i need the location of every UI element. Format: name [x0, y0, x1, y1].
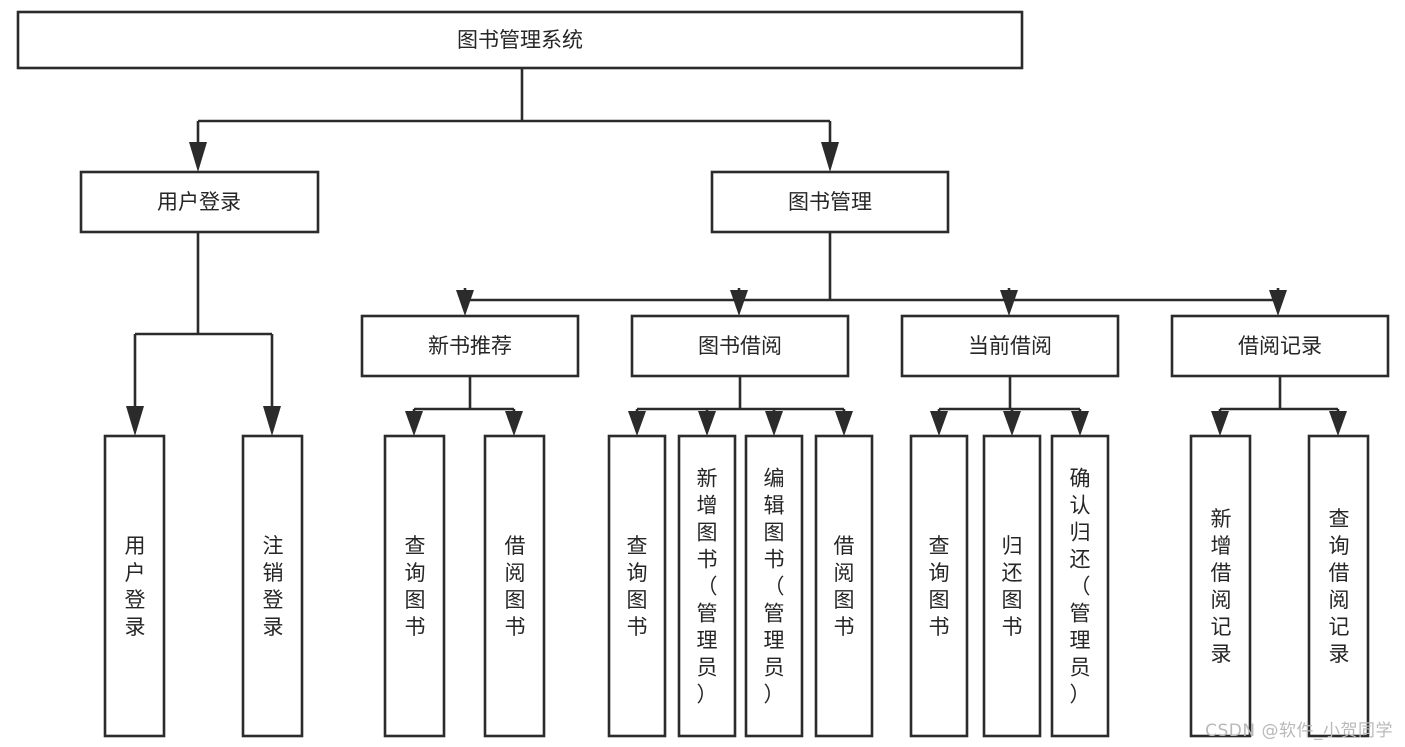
- node-leaf-add-borrow-record-label: 新增借阅记录: [1211, 507, 1232, 666]
- node-leaf-query-book-borrow[interactable]: 查询图书: [607, 434, 667, 738]
- node-leaf-borrow-book-rec[interactable]: 借阅图书: [483, 434, 546, 738]
- node-book-borrow-box[interactable]: [630, 314, 850, 378]
- arrow-head-leaf-add-borrow-record: [1211, 411, 1229, 436]
- node-current-borrow-box[interactable]: [900, 314, 1120, 378]
- node-borrow-record-box[interactable]: [1170, 314, 1390, 378]
- node-leaf-query-book-current-box[interactable]: [909, 434, 969, 738]
- node-leaf-borrow-book-rec-box[interactable]: [483, 434, 546, 738]
- arrow-head-book-borrow: [730, 290, 748, 316]
- node-leaf-confirm-return-admin[interactable]: 确认归还（管理员）: [1050, 434, 1110, 738]
- node-leaf-edit-book-admin-label: 编辑图书（管理员）: [764, 467, 785, 707]
- node-leaf-borrow-book[interactable]: 借阅图书: [814, 434, 874, 738]
- node-leaf-query-borrow-record-box[interactable]: [1307, 434, 1370, 738]
- node-leaf-logout-label: 注销登录: [263, 534, 284, 639]
- arrow-head-leaf-query-borrow-record: [1329, 411, 1347, 436]
- node-leaf-edit-book-admin-box[interactable]: [744, 434, 804, 738]
- node-leaf-query-book-rec-label: 查询图书: [405, 534, 426, 639]
- arrow-head-leaf-edit-book-admin: [765, 411, 783, 436]
- arrow-head-book-manage: [821, 142, 839, 172]
- node-leaf-query-borrow-record-label: 查询借阅记录: [1329, 507, 1350, 666]
- arrow-head-leaf-query-book-rec: [405, 411, 423, 436]
- node-leaf-query-book-current-label: 查询图书: [929, 534, 950, 639]
- node-borrow-record[interactable]: 借阅记录: [1170, 314, 1390, 378]
- node-book-manage-box[interactable]: [710, 170, 950, 234]
- node-book-borrow-label: 图书借阅: [698, 334, 782, 358]
- arrow-head-leaf-borrow-book-rec: [505, 411, 523, 436]
- arrow-head-leaf-user-login: [126, 406, 144, 436]
- node-book-manage-label: 图书管理: [788, 190, 872, 214]
- node-root-box[interactable]: [16, 10, 1024, 70]
- node-leaf-query-book-rec[interactable]: 查询图书: [383, 434, 446, 738]
- node-leaf-user-login-box[interactable]: [103, 434, 166, 738]
- arrow-head-user-login: [189, 142, 207, 172]
- node-leaf-return-book[interactable]: 归还图书: [982, 434, 1042, 738]
- node-leaf-query-book-borrow-label: 查询图书: [627, 534, 648, 639]
- arrow-head-leaf-borrow-book: [835, 411, 853, 436]
- node-leaf-borrow-book-box[interactable]: [814, 434, 874, 738]
- node-root-label: 图书管理系统: [457, 28, 583, 52]
- node-leaf-borrow-book-rec-label: 借阅图书: [505, 534, 526, 639]
- node-leaf-logout-box[interactable]: [241, 434, 304, 738]
- node-new-book-recommend-box[interactable]: [360, 314, 580, 378]
- connector-layer: [126, 68, 1347, 436]
- node-current-borrow-label: 当前借阅: [968, 334, 1052, 358]
- arrow-head-leaf-confirm-return-admin: [1071, 411, 1089, 436]
- node-leaf-edit-book-admin[interactable]: 编辑图书（管理员）: [744, 434, 804, 738]
- arrow-head-leaf-add-book-admin: [698, 411, 716, 436]
- arrow-head-leaf-query-book-current: [930, 411, 948, 436]
- node-user-login-box[interactable]: [79, 170, 320, 234]
- arrow-head-leaf-query-book-borrow: [628, 411, 646, 436]
- node-leaf-add-book-admin-label: 新增图书（管理员）: [697, 467, 718, 707]
- node-leaf-return-book-box[interactable]: [982, 434, 1042, 738]
- node-leaf-borrow-book-label: 借阅图书: [834, 534, 855, 639]
- node-leaf-user-login-label: 用户登录: [125, 534, 146, 639]
- node-leaf-logout[interactable]: 注销登录: [241, 434, 304, 738]
- arrow-head-new-book-recommend: [456, 290, 474, 316]
- node-leaf-confirm-return-admin-label: 确认归还（管理员）: [1070, 467, 1091, 707]
- node-leaf-add-borrow-record[interactable]: 新增借阅记录: [1189, 434, 1252, 738]
- arrow-head-leaf-logout: [263, 406, 281, 436]
- node-leaf-add-book-admin-box[interactable]: [677, 434, 737, 738]
- arrow-head-leaf-return-book: [1003, 411, 1021, 436]
- arrow-head-current-borrow: [1000, 290, 1018, 316]
- node-leaf-query-book-borrow-box[interactable]: [607, 434, 667, 738]
- node-leaf-add-borrow-record-box[interactable]: [1189, 434, 1252, 738]
- node-current-borrow[interactable]: 当前借阅: [900, 314, 1120, 378]
- node-user-login-label: 用户登录: [157, 190, 241, 214]
- node-book-borrow[interactable]: 图书借阅: [630, 314, 850, 378]
- node-leaf-confirm-return-admin-box[interactable]: [1050, 434, 1110, 738]
- node-new-book-recommend[interactable]: 新书推荐: [360, 314, 580, 378]
- node-user-login[interactable]: 用户登录: [79, 170, 320, 234]
- arrow-head-borrow-record: [1269, 290, 1287, 316]
- node-leaf-add-book-admin[interactable]: 新增图书（管理员）: [677, 434, 737, 738]
- node-borrow-record-label: 借阅记录: [1238, 334, 1322, 358]
- node-leaf-user-login[interactable]: 用户登录: [103, 434, 166, 738]
- node-root[interactable]: 图书管理系统: [16, 10, 1024, 70]
- node-book-manage[interactable]: 图书管理: [710, 170, 950, 234]
- node-leaf-query-borrow-record[interactable]: 查询借阅记录: [1307, 434, 1370, 738]
- node-new-book-recommend-label: 新书推荐: [428, 334, 512, 358]
- node-leaf-return-book-label: 归还图书: [1002, 534, 1023, 639]
- node-leaf-query-book-current[interactable]: 查询图书: [909, 434, 969, 738]
- node-leaf-query-book-rec-box[interactable]: [383, 434, 446, 738]
